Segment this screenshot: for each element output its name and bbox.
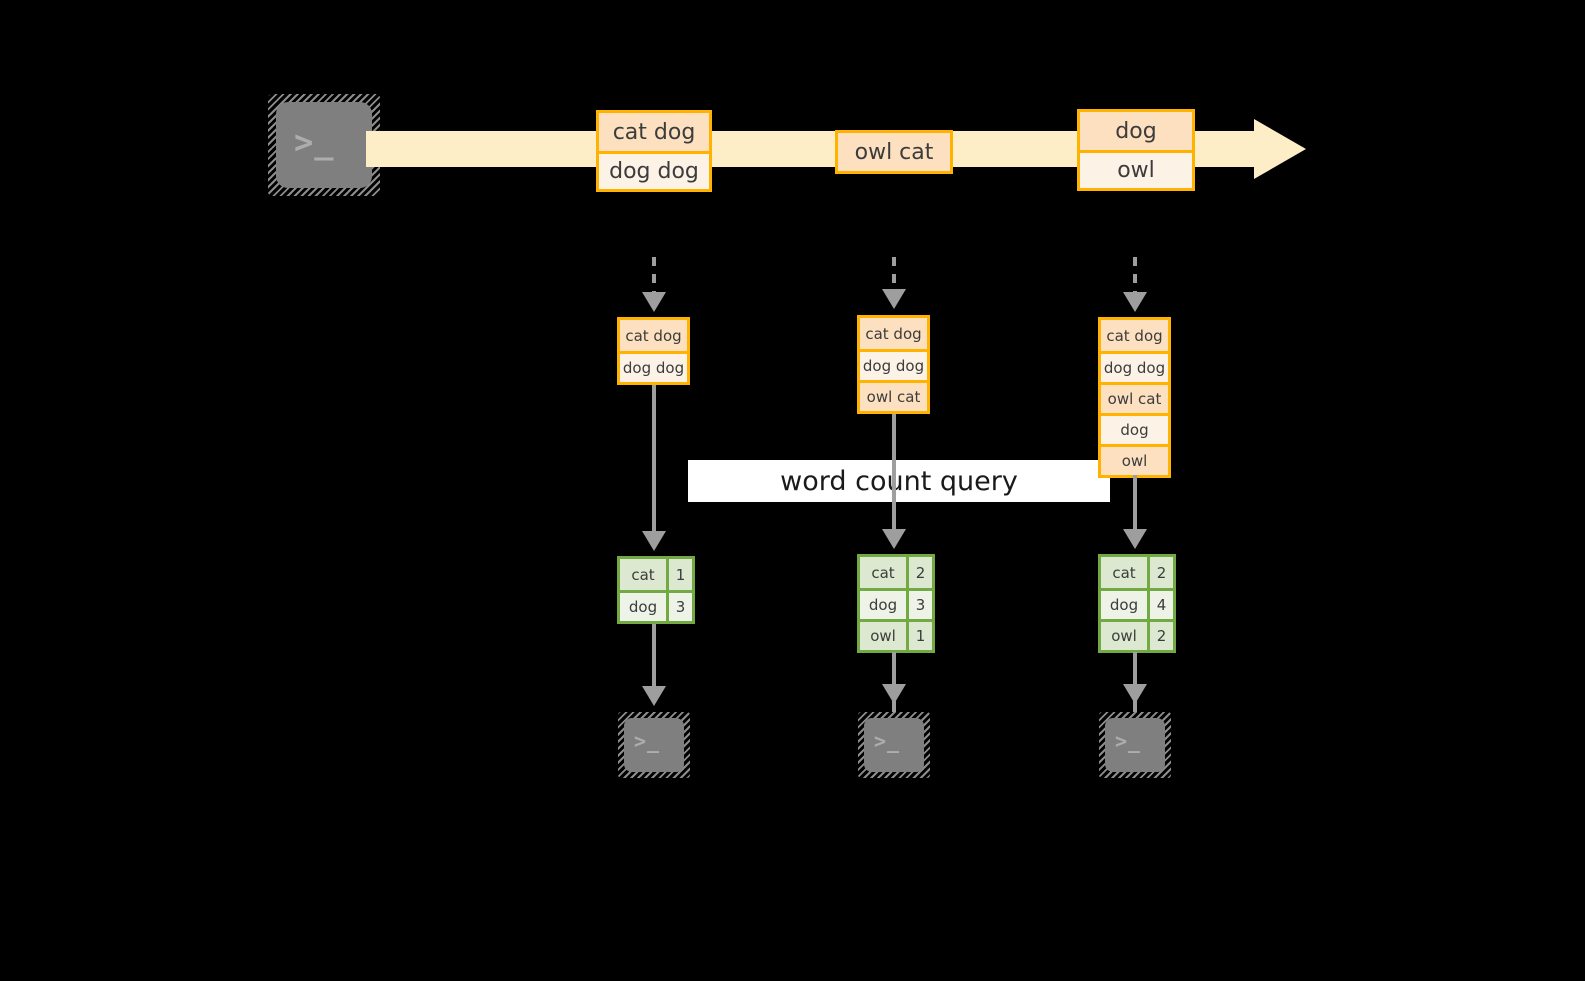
stream-message-line: dog <box>1080 112 1192 150</box>
result-word: cat <box>860 557 906 588</box>
result-word: dog <box>1101 591 1147 619</box>
result-row: dog 3 <box>860 588 932 619</box>
result-row: cat 2 <box>860 557 932 588</box>
feed-arrowhead-2 <box>882 289 906 309</box>
result-row: dog 3 <box>620 590 692 621</box>
batch-box-3[interactable]: cat dog dog dog owl cat dog owl <box>1098 317 1171 478</box>
result-word: dog <box>620 593 666 621</box>
result-count: 3 <box>666 593 692 621</box>
result-row: owl 1 <box>860 619 932 650</box>
source-terminal[interactable]: >_ <box>268 94 380 196</box>
feed-line-2 <box>892 257 896 290</box>
result-count: 3 <box>906 591 932 619</box>
result-count: 4 <box>1147 591 1173 619</box>
terminal-body: >_ <box>624 718 684 772</box>
query-label: word count query <box>688 460 1110 502</box>
result-row: cat 1 <box>620 559 692 590</box>
feed-line-1 <box>652 257 656 293</box>
batch-row: dog dog <box>860 349 927 380</box>
query-arrowhead-1 <box>642 531 666 551</box>
batch-row: owl <box>1101 444 1168 475</box>
result-word: cat <box>1101 557 1147 588</box>
sink-terminal-2[interactable]: >_ <box>858 712 930 778</box>
batch-box-2[interactable]: cat dog dog dog owl cat <box>857 315 930 414</box>
terminal-prompt-icon: >_ <box>634 729 661 753</box>
batch-row: dog <box>1101 413 1168 444</box>
batch-row: dog dog <box>620 351 687 382</box>
result-word: owl <box>1101 622 1147 650</box>
terminal-body: >_ <box>864 718 924 772</box>
sink-terminal-1[interactable]: >_ <box>618 712 690 778</box>
result-row: dog 4 <box>1101 588 1173 619</box>
result-count: 1 <box>906 622 932 650</box>
result-table-2[interactable]: cat 2 dog 3 owl 1 <box>857 554 935 653</box>
sink-line-1 <box>652 624 656 690</box>
stream-message-1[interactable]: cat dog dog dog <box>596 110 712 192</box>
feed-arrowhead-3 <box>1123 292 1147 312</box>
result-word: dog <box>860 591 906 619</box>
stream-message-line: owl cat <box>838 133 950 171</box>
batch-row: owl cat <box>860 380 927 411</box>
terminal-body: >_ <box>1105 718 1165 772</box>
sink-terminal-3[interactable]: >_ <box>1099 712 1171 778</box>
stream-message-line: cat dog <box>599 113 709 151</box>
result-count: 2 <box>1147 622 1173 650</box>
sink-arrowhead-1 <box>642 686 666 706</box>
batch-row: cat dog <box>860 318 927 349</box>
query-arrowhead-2 <box>882 529 906 549</box>
feed-arrowhead-1 <box>642 292 666 312</box>
query-line-2-overlay <box>892 460 896 502</box>
result-table-1[interactable]: cat 1 dog 3 <box>617 556 695 624</box>
result-row: cat 2 <box>1101 557 1173 588</box>
batch-box-1[interactable]: cat dog dog dog <box>617 317 690 385</box>
sink-arrowhead-3 <box>1123 684 1147 704</box>
stream-message-3[interactable]: dog owl <box>1077 109 1195 191</box>
stream-message-line: owl <box>1080 150 1192 188</box>
query-arrowhead-3 <box>1123 529 1147 549</box>
terminal-prompt-icon: >_ <box>874 729 901 753</box>
batch-row: owl cat <box>1101 382 1168 413</box>
batch-row: cat dog <box>1101 320 1168 351</box>
terminal-body: >_ <box>276 102 372 188</box>
terminal-prompt-icon: >_ <box>1115 729 1142 753</box>
sink-arrowhead-2 <box>882 684 906 704</box>
batch-row: cat dog <box>620 320 687 351</box>
batch-row: dog dog <box>1101 351 1168 382</box>
result-word: owl <box>860 622 906 650</box>
result-row: owl 2 <box>1101 619 1173 650</box>
result-count: 1 <box>666 559 692 590</box>
query-line-3 <box>1133 475 1137 535</box>
result-table-3[interactable]: cat 2 dog 4 owl 2 <box>1098 554 1176 653</box>
feed-line-3 <box>1133 257 1137 293</box>
stream-message-2[interactable]: owl cat <box>835 130 953 174</box>
stream-message-line: dog dog <box>599 151 709 189</box>
terminal-prompt-icon: >_ <box>294 123 335 161</box>
result-count: 2 <box>1147 557 1173 588</box>
query-line-1 <box>652 385 656 537</box>
result-word: cat <box>620 559 666 590</box>
result-count: 2 <box>906 557 932 588</box>
right-arrow-icon <box>1254 119 1306 179</box>
